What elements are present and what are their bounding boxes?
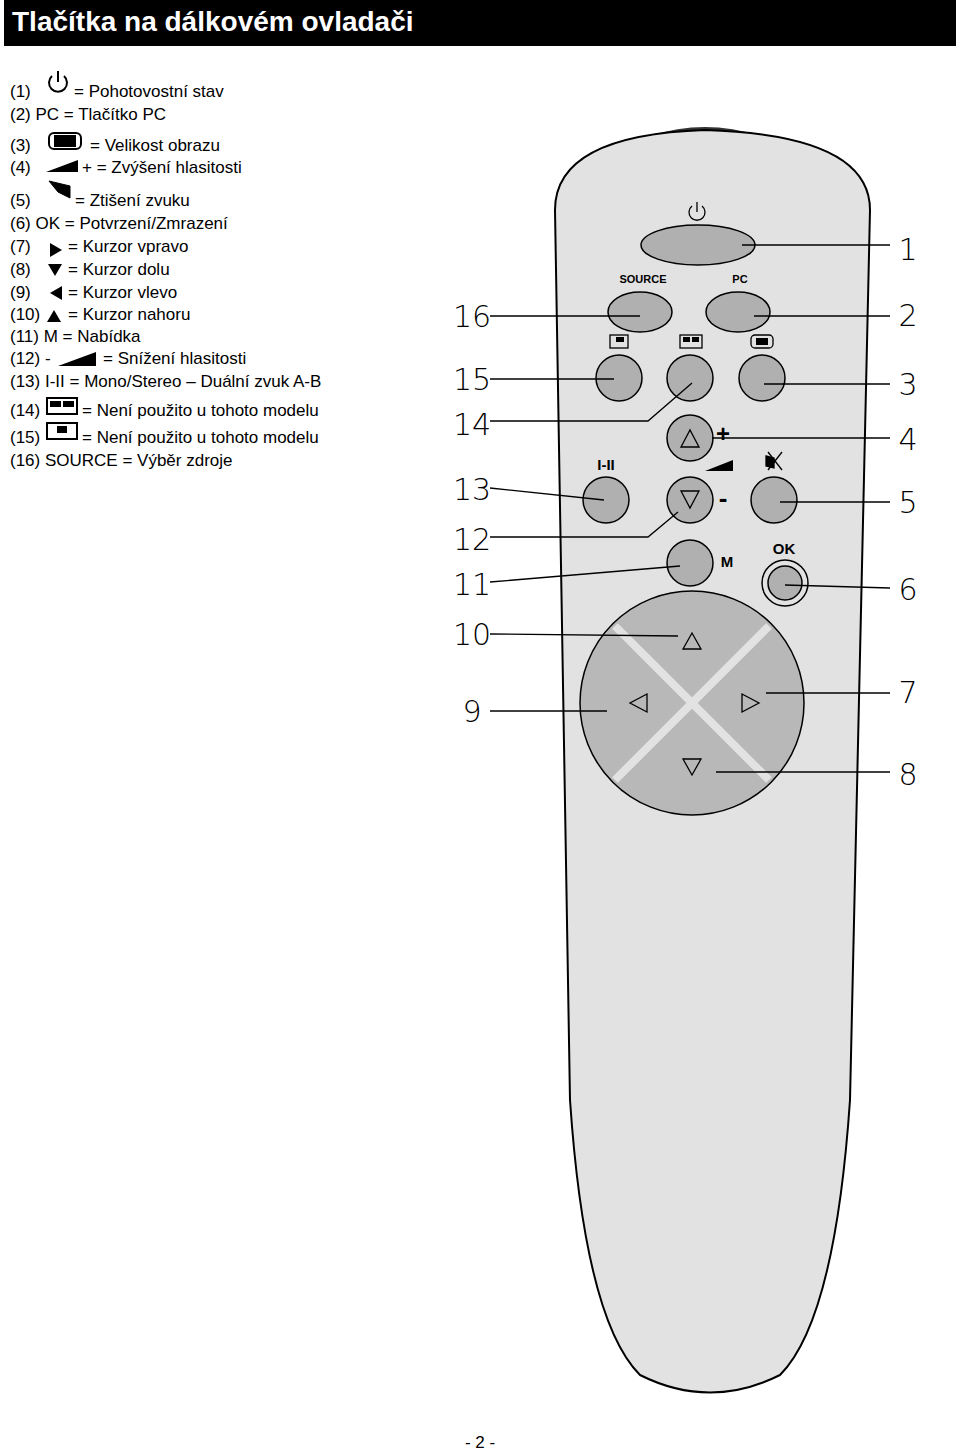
callout-number: 3 [898, 367, 917, 403]
button-label: OK [773, 540, 796, 558]
callout-number: 10 [453, 617, 491, 653]
callout-number: 6 [898, 572, 917, 608]
list-text: (7) [10, 237, 31, 257]
callout-number: 2 [898, 298, 917, 334]
list-text: = Kurzor vpravo [68, 237, 188, 257]
list-text: (6) OK = Potvrzení/Zmrazení [10, 214, 228, 234]
remote-body [555, 130, 870, 1393]
callout-number: 12 [453, 522, 491, 558]
button-label: - [719, 483, 728, 514]
list-text: (16) SOURCE = Výběr zdroje [10, 451, 233, 471]
list-text: = Snížení hlasitosti [103, 349, 246, 369]
list-text: = Pohotovostní stav [74, 82, 224, 102]
callout-number: 11 [453, 567, 491, 603]
list-text: (8) [10, 260, 31, 280]
callout-number: 4 [898, 422, 917, 458]
list-text: (3) [10, 136, 31, 156]
callout-number: 14 [453, 407, 491, 443]
list-text: (4) [10, 158, 31, 178]
page-title: Tlačítka na dálkovém ovladači [12, 6, 414, 38]
list-text: + = Zvýšení hlasitosti [82, 158, 242, 178]
callout-number: 16 [453, 299, 491, 335]
button-label: SOURCE [619, 273, 666, 286]
list-text: (10) [10, 305, 40, 325]
list-text: (15) [10, 428, 40, 448]
callout-number: 9 [462, 694, 481, 730]
list-text: (2) PC = Tlačítko PC [10, 105, 166, 125]
callout-number: 7 [898, 675, 917, 711]
list-text: (13) I-II = Mono/Stereo – Duální zvuk A-… [10, 372, 321, 392]
callout-number: 15 [453, 362, 491, 398]
list-text: = Velikost obrazu [90, 136, 220, 156]
list-text: = Není použito u tohoto modelu [82, 401, 319, 421]
button-label: I-II [597, 456, 615, 474]
list-text: (5) [10, 191, 31, 211]
list-text: = Kurzor dolu [68, 260, 170, 280]
callout-number: 1 [898, 232, 917, 268]
list-text: = Není použito u tohoto modelu [82, 428, 319, 448]
list-text: = Kurzor nahoru [68, 305, 190, 325]
button-label: PC [732, 273, 747, 286]
list-text: (12) - [10, 349, 51, 369]
volume-icon [46, 160, 78, 172]
callout-number: 8 [898, 757, 917, 793]
button-label: + [716, 420, 730, 449]
list-text: (14) [10, 401, 40, 421]
list-text: (9) [10, 283, 31, 303]
callout-number: 5 [898, 485, 917, 521]
callout-number: 13 [453, 472, 491, 508]
page-number: - 2 - [465, 1433, 495, 1453]
list-text: (11) M = Nabídka [10, 327, 141, 347]
button-label: M [721, 553, 734, 571]
list-text: (1) [10, 82, 31, 102]
list-text: = Kurzor vlevo [68, 283, 177, 303]
list-text: = Ztišení zvuku [75, 191, 190, 211]
title-bar [4, 0, 956, 46]
